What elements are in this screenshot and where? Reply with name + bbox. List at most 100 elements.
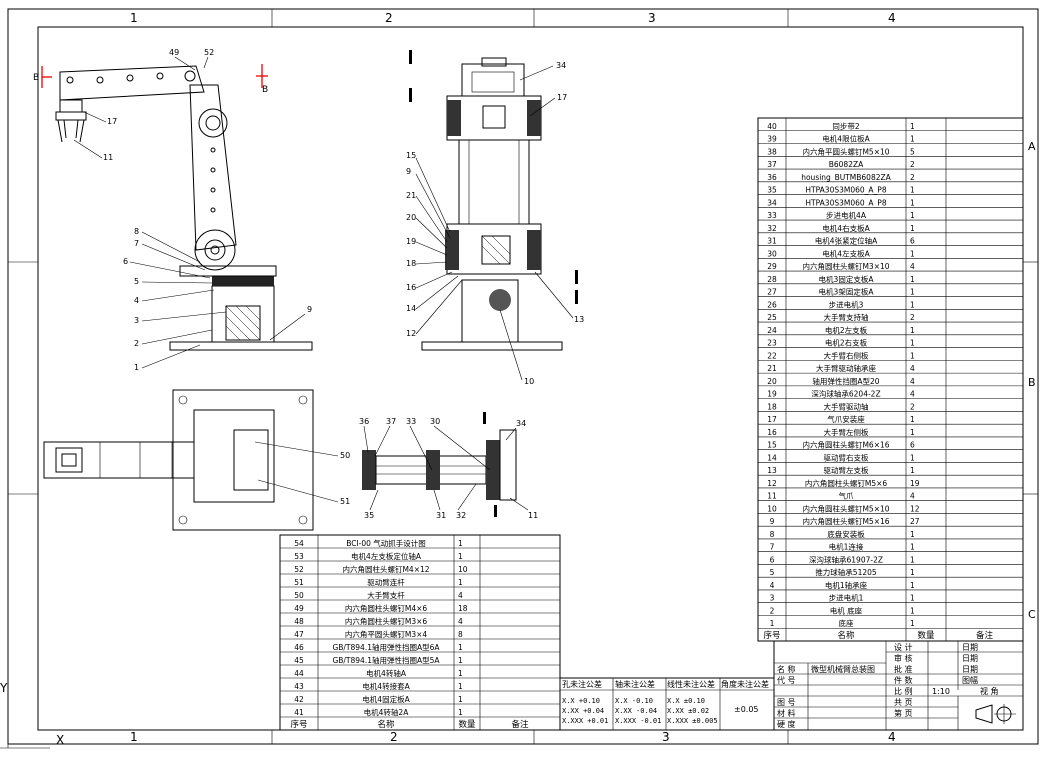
bom-row-39-qty: 1 [910,135,915,144]
bom-row-20-qty: 4 [910,377,915,386]
bom-row-3-no: 3 [770,594,775,603]
balloon-50: 50 [340,451,350,460]
bom-row-49-name: 内六角圆柱头螺钉M4×6 [345,603,428,613]
bom-row-3-qty: 1 [910,594,915,603]
section-letter-right: B [262,85,268,95]
bom-row-21-name: 大手臂驱动轴承座 [816,363,876,373]
balloon-2: 2 [134,339,139,348]
bom-row-33-qty: 1 [910,211,915,220]
bom-row-13-qty: 1 [910,466,915,475]
bom-row-48-no: 48 [294,617,304,626]
detail-right-plate [499,429,517,501]
bom-row-6-no: 6 [770,555,775,564]
bom-row-54-name: BCI-00 气动抓手设计图 [346,538,426,548]
balloon-9-section: 9 [406,167,411,176]
bom-row-17-qty: 1 [910,415,915,424]
balloon-34-detail: 34 [516,419,526,428]
upper-arm-link [189,84,237,251]
balloon-5: 5 [134,277,139,286]
tol-angle: ±0.05 [734,705,759,714]
motor-1 [225,305,261,341]
bom-row-50-qty: 4 [458,591,463,600]
balloon-36: 36 [359,417,369,426]
bom-row-34-name: HTPA30S3M060_A_P8 [805,198,886,207]
zone-col-4-bottom: 4 [888,730,896,744]
tb-name-label: 名 称 [777,664,796,674]
bom-row-30-qty: 1 [910,249,915,258]
bom-row-31-name: 电机4张紧定位轴A [815,236,878,246]
balloon-8: 8 [134,227,139,236]
bom-row-20-name: 轴用弹性挡圈A型20 [812,376,879,386]
projection-symbol-icon [975,704,1016,724]
bom-row-42-name: 电机4固定板A [362,694,410,704]
bom-row-11-name: 气爪 [839,491,854,501]
bom-row-42-no: 42 [294,695,304,704]
tb-check: 审 核 [894,653,913,663]
bom-row-36-no: 36 [767,173,777,182]
bom-row-34-qty: 1 [910,198,915,207]
balloon-31: 31 [436,511,446,520]
bom-row-49-no: 49 [294,604,304,613]
bom-row-52-name: 内六角圆柱头螺钉M4×12 [342,564,429,574]
bom-row-24-qty: 1 [910,326,915,335]
bom-row-16-no: 16 [767,428,777,437]
bom-row-36-qty: 2 [910,173,915,182]
bom-row-50-no: 50 [294,591,304,600]
tol-linear-2: X.XX ±0.02 [667,707,709,715]
zone-row-a: A [1028,140,1036,153]
zone-col-3: 3 [648,11,656,25]
bom-row-4-name: 电机1轴承座 [825,580,868,590]
bom-row-46-name: GB/T894.1轴用弹性挡圈A型6A [332,642,440,652]
bom-row-37-qty: 2 [910,160,915,169]
bearing-housing [212,276,274,286]
balloon-37: 37 [386,417,396,426]
balloon-16: 16 [406,283,416,292]
zone-col-1-bottom: 1 [130,730,138,744]
bom-row-12-name: 内六角圆柱头螺钉M5×6 [805,478,888,488]
bom-row-19-name: 深沟球轴承6204-2Z [811,389,880,399]
tb-name-value: 微型机械臂总装图 [811,664,875,674]
bom-row-11-qty: 4 [910,492,915,501]
balloon-49: 49 [169,48,179,57]
bom-row-37-name: B6082ZA [829,160,864,169]
bom-row-18-name: 大手臂驱动轴 [824,401,869,411]
bom-header-no: 序号 [763,630,780,641]
detail-view: 36 37 33 30 34 32 31 35 11 [359,412,538,520]
bom-row-5-qty: 1 [910,568,915,577]
bom-row-25-name: 大手臂支持轴 [824,312,869,322]
bom-row-50-name: 大手臂支杆 [367,590,405,600]
bom-row-21-qty: 4 [910,364,915,373]
tb-date-2: 日期 [962,654,978,663]
gripper-jaws [57,119,85,143]
bom-row-53-name: 电机4左支板定位轴A [351,551,422,561]
zone-col-3-bottom: 3 [662,730,670,744]
bom-row-2-no: 2 [770,606,775,615]
section-view: 34 17 15 9 21 20 19 18 16 14 12 10 13 [406,50,584,386]
bom-row-19-qty: 4 [910,390,915,399]
balloon-10: 10 [524,377,534,386]
bom-header-no: 序号 [290,719,307,730]
bom-row-45-qty: 1 [458,656,463,665]
zone-col-2: 2 [385,11,393,25]
pedestal [211,285,275,343]
bom-row-16-name: 大手臂左侧板 [824,427,869,437]
bom-row-43-qty: 1 [458,682,463,691]
bom-row-35-name: HTPA30S3M060_A_P8 [805,186,886,195]
bom-row-30-no: 30 [767,249,777,258]
bom-row-3-name: 步进电机1 [829,593,864,603]
bom-row-43-no: 43 [294,682,304,691]
zone-col-2-bottom: 2 [390,730,398,744]
tol-hole-2: X.XX +0.04 [562,707,604,715]
bom-row-5-name: 推力球轴承51205 [815,567,877,577]
bom-row-27-name: 电机3架固定板A [819,287,875,297]
zone-row-c: C [1028,608,1036,621]
tb-scale-label: 比 例 [894,686,913,696]
bom-row-41-no: 41 [294,708,304,717]
tb-design: 设 计 [894,642,913,652]
balloon-52: 52 [204,48,214,57]
bom-row-31-qty: 6 [910,237,915,246]
bom-row-31-no: 31 [767,237,777,246]
bom-row-40-qty: 1 [910,122,915,131]
bom-row-42-qty: 1 [458,695,463,704]
